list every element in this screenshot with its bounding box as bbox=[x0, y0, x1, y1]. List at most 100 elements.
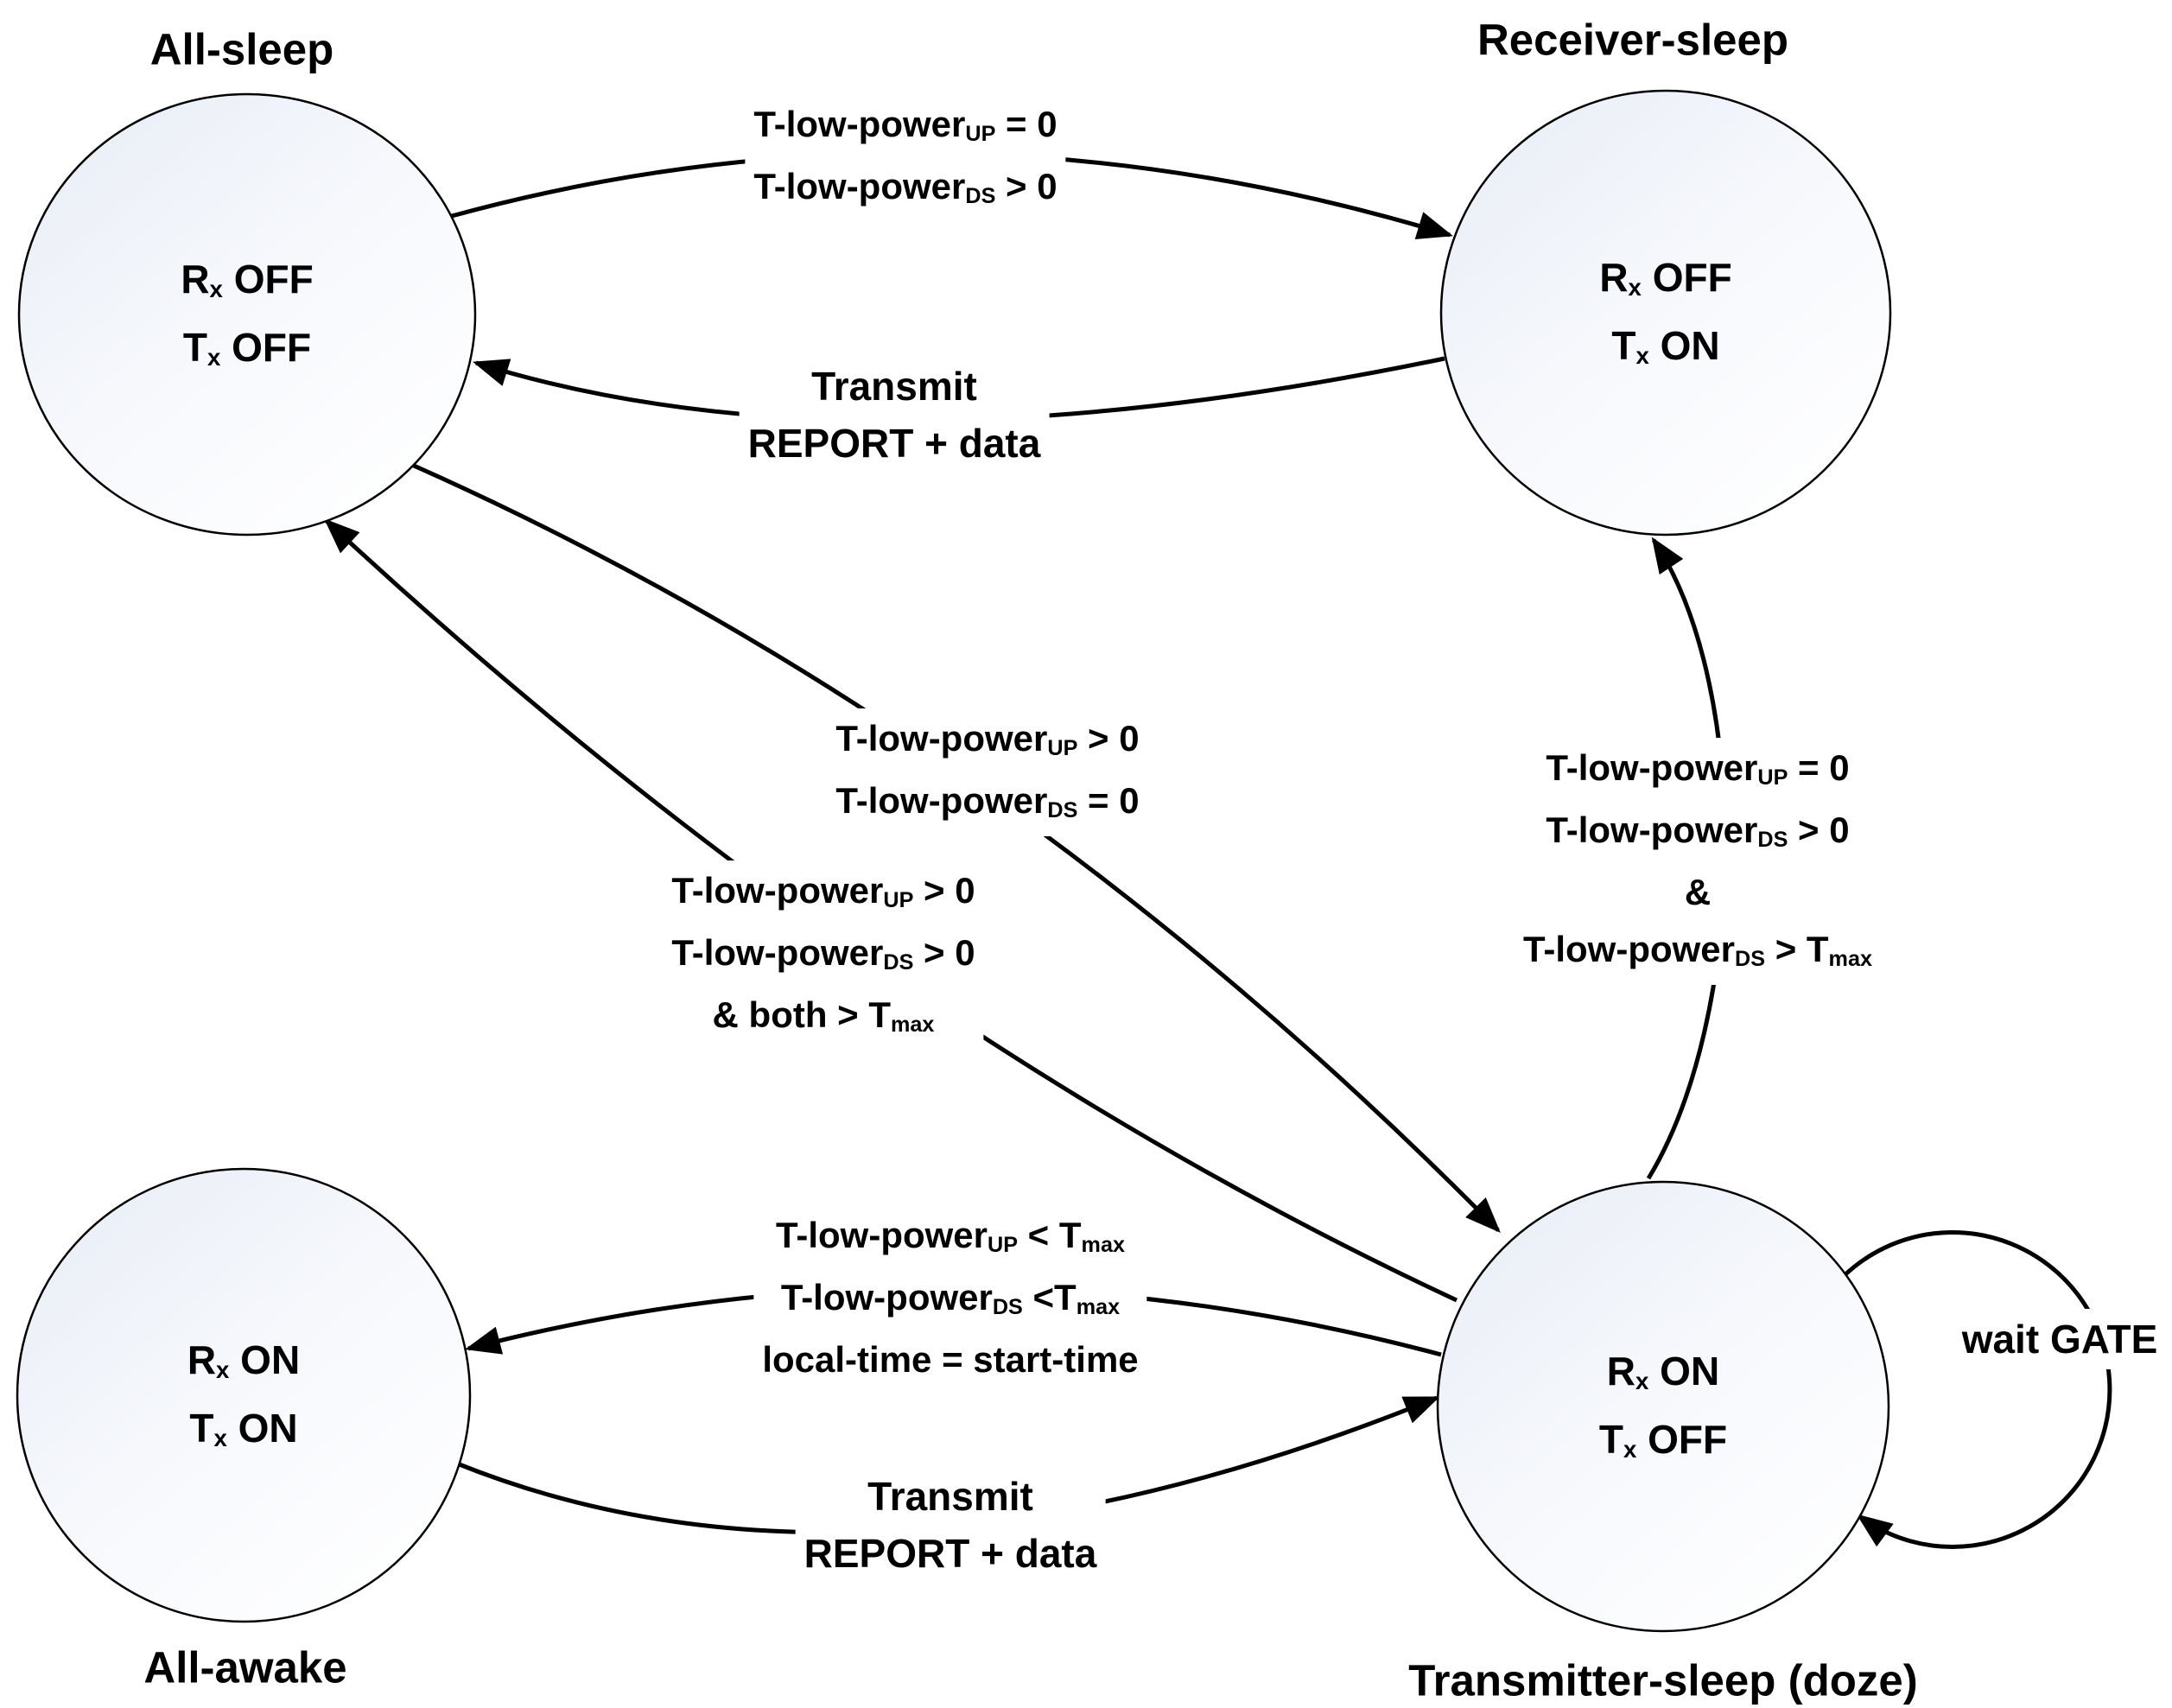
label-line: REPORT + data bbox=[748, 415, 1041, 472]
state-circle-all-awake bbox=[16, 1167, 472, 1623]
label-text: T-low-power bbox=[835, 718, 1048, 759]
subscript-text: DS bbox=[965, 183, 996, 208]
label-text: > 0 bbox=[995, 166, 1057, 206]
state-circle-receiver-sleep bbox=[1439, 89, 1892, 537]
label-line: Tx ON bbox=[1599, 314, 1731, 383]
label-text: T-low-power bbox=[835, 780, 1048, 821]
subscript-text: max bbox=[1081, 1232, 1125, 1257]
label-line: Tx ON bbox=[187, 1397, 300, 1465]
subscript-text: x bbox=[1635, 1367, 1649, 1394]
label-text: < T bbox=[1018, 1215, 1082, 1255]
subscript-text: x bbox=[1623, 1435, 1637, 1463]
label-text: Transmit bbox=[811, 364, 977, 409]
label-line: local-time = start-time bbox=[762, 1331, 1138, 1388]
label-line: T-low-powerUP > 0 bbox=[835, 710, 1139, 772]
label-text: T bbox=[1598, 1417, 1623, 1462]
label-text: T-low-power bbox=[753, 166, 966, 206]
label-line: Tx OFF bbox=[1599, 1408, 1727, 1476]
label-line: Rx OFF bbox=[1599, 246, 1731, 314]
label-line: T-low-powerDS > 0 bbox=[753, 158, 1057, 220]
label-text: OFF bbox=[1641, 255, 1732, 300]
state-circle-all-sleep bbox=[17, 92, 477, 537]
label-text: > 0 bbox=[913, 932, 975, 973]
subscript-text: DS bbox=[883, 949, 914, 975]
subscript-text: DS bbox=[1735, 946, 1766, 971]
label-text: > 0 bbox=[1788, 810, 1850, 850]
subscript-text: x bbox=[1628, 273, 1642, 301]
transition-arrow-transmitter-sleep-self-loop-wait-gate bbox=[1841, 1230, 2112, 1549]
subscript-text: UP bbox=[965, 121, 996, 146]
subscript-text: x bbox=[206, 343, 221, 371]
label-text: ON bbox=[229, 1337, 301, 1382]
label-line: Rx OFF bbox=[181, 248, 313, 316]
label-text: > 0 bbox=[1077, 718, 1140, 759]
subscript-text: UP bbox=[1047, 735, 1078, 760]
label-text: OFF bbox=[220, 325, 312, 370]
subscript-text: max bbox=[891, 1012, 935, 1037]
subscript-text: x bbox=[1635, 341, 1649, 369]
state-title-transmitter-sleep: Transmitter-sleep (doze) bbox=[1408, 1655, 1918, 1705]
subscript-text: x bbox=[209, 275, 223, 302]
label-text: local-time = start-time bbox=[762, 1339, 1139, 1380]
label-line: Rx ON bbox=[187, 1329, 300, 1397]
label-text: = 0 bbox=[995, 104, 1057, 144]
transition-label-all-sleep-to-receiver-sleep: T-low-power UP = 0 T-low-powerDS > 0 bbox=[745, 94, 1066, 222]
subscript-text: max bbox=[1076, 1294, 1121, 1319]
subscript-text: x bbox=[216, 1356, 230, 1383]
label-text: T-low-power bbox=[1546, 810, 1758, 850]
label-line: T-low-powerDS = 0 bbox=[835, 772, 1139, 835]
label-line: wait GATE bbox=[1962, 1311, 2158, 1368]
state-text-all-sleep: Rx OFF Tx OFF bbox=[181, 248, 313, 384]
subscript-text: UP bbox=[1757, 765, 1788, 790]
label-text: OFF bbox=[1636, 1417, 1728, 1462]
subscript-text: UP bbox=[883, 887, 914, 912]
label-text: T bbox=[1611, 323, 1636, 368]
label-text: R bbox=[1599, 255, 1629, 300]
label-text: R bbox=[1606, 1349, 1636, 1394]
label-text: T-low-power bbox=[1523, 929, 1736, 969]
label-text: R bbox=[181, 257, 210, 302]
state-title-all-sleep: All-sleep bbox=[149, 24, 334, 74]
label-line: Rx ON bbox=[1599, 1340, 1727, 1408]
state-circle-transmitter-sleep bbox=[1436, 1180, 1890, 1633]
label-text: T-low-power bbox=[780, 1277, 993, 1318]
label-text: T bbox=[182, 325, 207, 370]
label-line: REPORT + data bbox=[804, 1525, 1097, 1582]
label-line: Transmit bbox=[804, 1468, 1097, 1525]
label-line: T-low-powerDS <Tmax bbox=[762, 1269, 1138, 1331]
state-title-all-awake: All-awake bbox=[143, 1642, 347, 1692]
label-line: T-low-powerDS > 0 bbox=[1523, 802, 1872, 864]
label-line: T-low-powerUP < Tmax bbox=[762, 1207, 1138, 1269]
label-text: REPORT + data bbox=[803, 1531, 1097, 1576]
label-text: ON bbox=[226, 1406, 298, 1451]
label-text: REPORT + data bbox=[747, 421, 1041, 466]
subscript-text: max bbox=[1828, 946, 1872, 971]
label-text: <T bbox=[1022, 1277, 1076, 1318]
label-line: & bbox=[1523, 864, 1872, 921]
transition-label-transmitter-sleep-self-loop-wait-gate: wait GATE bbox=[1953, 1309, 2167, 1369]
label-text: ON bbox=[1648, 1349, 1720, 1394]
label-text: > 0 bbox=[913, 870, 975, 911]
label-text: = 0 bbox=[1077, 780, 1140, 821]
label-text: = 0 bbox=[1788, 747, 1850, 788]
label-text: T-low-power bbox=[1546, 747, 1758, 788]
transition-arrow-all-sleep-to-transmitter-sleep bbox=[404, 460, 1501, 1233]
label-text: ON bbox=[1648, 323, 1720, 368]
label-text: T-low-power bbox=[776, 1215, 988, 1255]
label-text: OFF bbox=[222, 257, 314, 302]
label-line: T-low-powerDS > 0 bbox=[671, 924, 975, 987]
label-line: T-low-powerUP = 0 bbox=[1523, 740, 1872, 802]
subscript-text: UP bbox=[988, 1232, 1019, 1257]
state-title-receiver-sleep: Receiver-sleep bbox=[1477, 15, 1789, 65]
label-text: wait GATE bbox=[1961, 1317, 2158, 1362]
label-line: & both > Tmax bbox=[671, 987, 975, 1049]
subscript-text: DS bbox=[1757, 827, 1788, 852]
